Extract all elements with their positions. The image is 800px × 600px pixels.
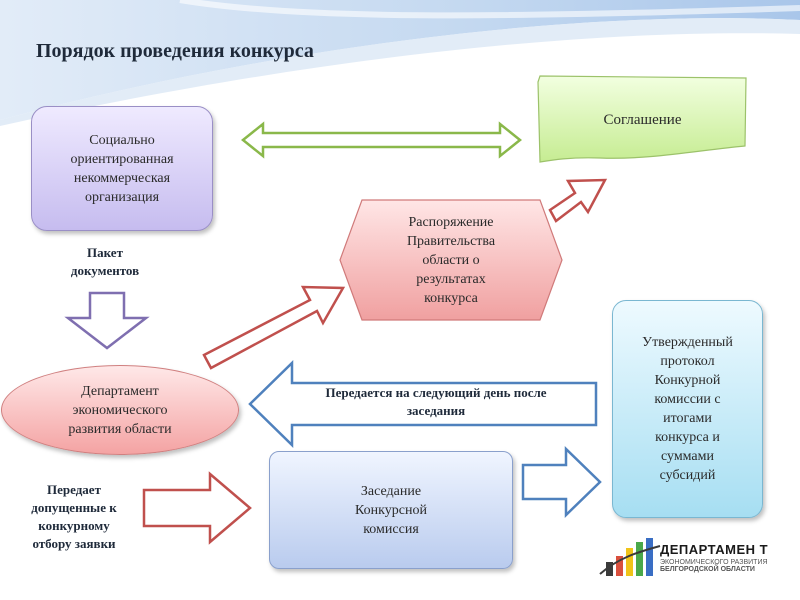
meeting-box: Заседание Конкурсной комиссия (269, 451, 513, 569)
header-background (0, 0, 800, 126)
passes-label: Передает допущенные к конкурному отбору … (31, 482, 117, 551)
page-title: Порядок проведения конкурса (36, 40, 314, 62)
double-arrow-icon (240, 121, 523, 159)
agreement-text: Соглашение (603, 111, 682, 128)
next-day-text: Передается на следующий день после засед… (325, 385, 547, 418)
package-label: Пакет документов (70, 245, 140, 278)
diagonal-arrow-icon-2 (548, 178, 608, 223)
logo-icon (599, 538, 661, 576)
agreement-shape (537, 75, 747, 163)
order-text: Распоряжение Правительства области о рез… (406, 214, 496, 306)
nko-box: Социально ориентированная некоммерческая… (31, 106, 213, 231)
department-text: Департамент экономического развития обла… (68, 383, 172, 437)
right-arrow-icon (142, 471, 252, 545)
department-box: Департамент экономического развития обла… (1, 365, 239, 455)
order-box: Распоряжение Правительства области о рез… (356, 204, 546, 316)
left-arrow-icon (248, 360, 598, 448)
meeting-text: Заседание Конкурсной комиссия (355, 483, 427, 537)
order-shape (339, 199, 563, 321)
nko-text: Социально ориентированная некоммерческая… (70, 132, 174, 205)
logo: ДЕПАРТАМЕН Т ЭКОНОМИЧЕСКОГО РАЗВИТИЯ БЕЛ… (660, 542, 768, 573)
logo-name: ДЕПАРТАМЕН Т (660, 542, 769, 557)
agreement-box: Соглашение (540, 100, 745, 140)
right-arrow-icon-2 (521, 446, 602, 518)
protocol-box: Утвержденный протокол Конкурной комиссии… (612, 300, 763, 518)
down-arrow-icon (64, 291, 150, 350)
next-day-label: Передается на следующий день после засед… (286, 384, 586, 420)
protocol-text: Утвержденный протокол Конкурной комиссии… (642, 335, 733, 483)
logo-line2: БЕЛГОРОДСКОЙ ОБЛАСТИ (660, 566, 755, 573)
diagonal-arrow-icon (202, 285, 346, 370)
logo-line1: ЭКОНОМИЧЕСКОГО РАЗВИТИЯ (660, 559, 768, 566)
